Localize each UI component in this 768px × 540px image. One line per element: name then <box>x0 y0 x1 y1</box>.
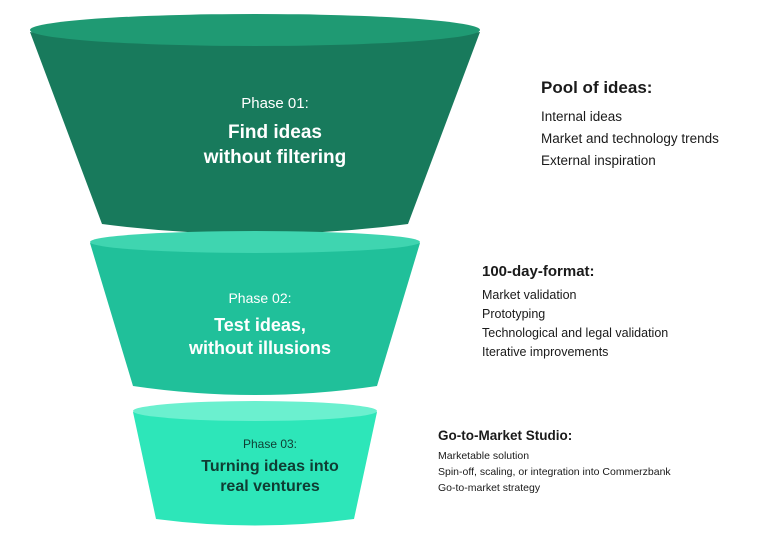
phase-1-number: Phase 01: <box>241 95 309 112</box>
phase-3-number: Phase 03: <box>242 437 298 451</box>
phase-2-item: Market validation <box>482 288 577 302</box>
phase-1-label: Phase 01: Find ideas without filtering <box>150 95 400 170</box>
phase-3-heading: Go-to-Market Studio: <box>438 428 573 443</box>
phase-2-number: Phase 02: <box>228 290 292 306</box>
phase-1-details: Pool of ideas: Internal ideas Market and… <box>541 78 766 172</box>
funnel-stage-3-body <box>133 412 377 526</box>
phase-2-title-line1: Test ideas, <box>214 315 306 335</box>
phase-2-item: Technological and legal validation <box>482 326 669 340</box>
phase-3-item-list: Marketable solution Spin-off, scaling, o… <box>438 448 764 496</box>
funnel-stage-1-body <box>30 32 480 234</box>
phase-1-title-line2: without filtering <box>203 147 347 168</box>
phase-3-item: Spin-off, scaling, or integration into C… <box>438 466 671 478</box>
phase-2-item: Prototyping <box>482 307 546 321</box>
phase-1-item: Market and technology trends <box>541 131 719 146</box>
phase-1-item: External inspiration <box>541 153 656 168</box>
phase-3-label: Phase 03: Turning ideas into real ventur… <box>170 437 370 497</box>
phase-3-item: Go-to-market strategy <box>438 482 541 494</box>
phase-2-item-list: Market validation Prototyping Technologi… <box>482 286 762 362</box>
funnel-stage-1-top <box>30 14 480 46</box>
funnel-stage-3-top <box>133 401 377 421</box>
phase-3-title-line2: real ventures <box>220 478 320 495</box>
phase-2-item: Iterative improvements <box>482 345 609 359</box>
funnel-stage-2-body <box>90 243 420 395</box>
phase-1-item: Internal ideas <box>541 109 623 124</box>
phase-2-title-line2: without illusions <box>189 338 331 358</box>
phase-3-details: Go-to-Market Studio: Marketable solution… <box>438 428 764 496</box>
phase-3-item: Marketable solution <box>438 450 530 462</box>
phase-2-label: Phase 02: Test ideas, without illusions <box>140 290 380 360</box>
phase-1-item-list: Internal ideas Market and technology tre… <box>541 106 766 172</box>
funnel-stage-2-top <box>90 231 420 253</box>
phase-2-heading: 100-day-format: <box>482 263 595 280</box>
phase-2-details: 100-day-format: Market validation Protot… <box>482 263 762 362</box>
phase-1-title-line1: Find ideas <box>228 122 322 143</box>
phase-1-heading: Pool of ideas: <box>541 78 653 97</box>
phase-3-title-line1: Turning ideas into <box>201 458 339 475</box>
